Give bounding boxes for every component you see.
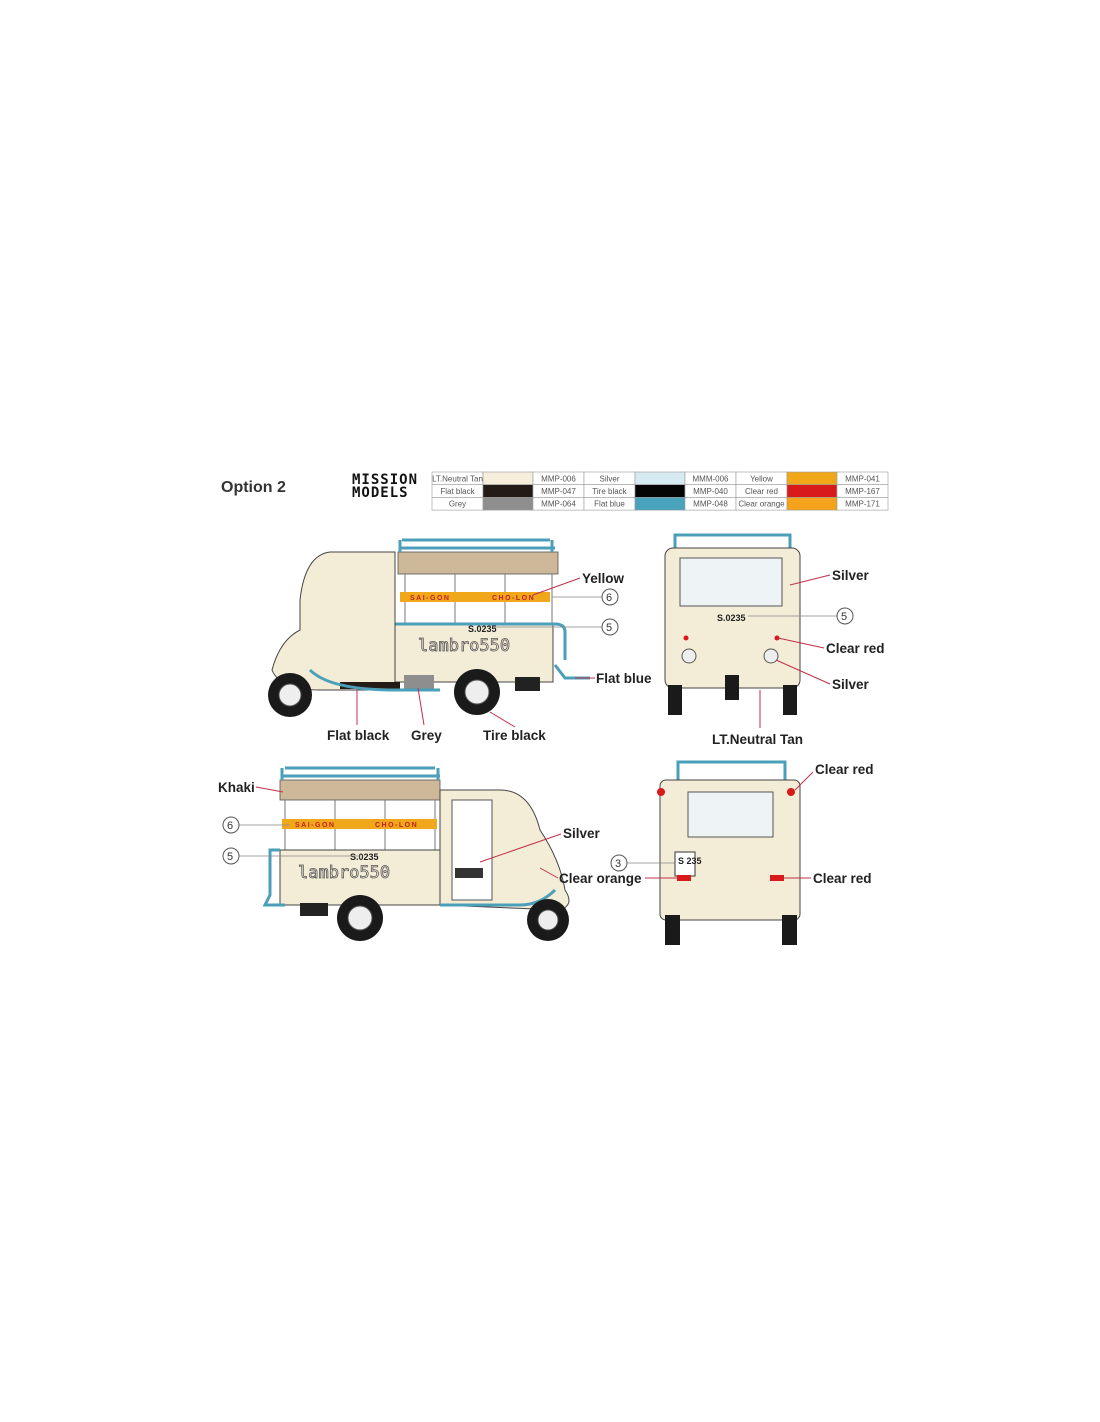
sign-right-text: CHO-LON	[375, 822, 418, 829]
paint-swatch	[786, 497, 838, 511]
plate-text: S.0235	[350, 852, 379, 862]
paint-swatch	[634, 471, 686, 485]
side-view-left: SAI-GON CHO-LON S.0235 lambro550	[262, 766, 570, 941]
paint-name: Clear red	[745, 487, 778, 496]
side-view-right: SAI-GON CHO-LON S.0235 lambro550	[268, 538, 590, 717]
rear-view: S 235	[657, 760, 801, 945]
mission-models-logo: MISSION MODELS	[352, 472, 418, 501]
callout-number-5: 5	[841, 611, 847, 623]
callout-number-5: 5	[606, 622, 612, 634]
sign-left-text: SAI-GON	[295, 822, 335, 829]
paint-code: MMP-047	[541, 487, 576, 496]
front-view-callouts: Silver 5 Clear red Silver LT.Neutral Tan	[712, 568, 885, 747]
paint-swatch	[634, 497, 686, 511]
table-cell	[836, 497, 889, 511]
callout-clear-red: Clear red	[815, 762, 874, 777]
callout-grey: Grey	[411, 728, 442, 743]
paint-code: MMP-171	[845, 500, 880, 509]
paint-name: Clear orange	[738, 500, 785, 509]
option-title: Option 2	[221, 479, 286, 496]
callout-tire-black: Tire black	[483, 728, 546, 743]
callout-silver: Silver	[832, 677, 870, 692]
paint-code: MMP-006	[541, 474, 576, 483]
callout-clear-red: Clear red	[813, 871, 872, 886]
paint-code: MMP-041	[845, 474, 880, 483]
side-view-right-callouts: Yellow 6 5 Flat blue Flat black Grey Tir…	[327, 571, 652, 743]
side-view-left-callouts: Khaki 6 5 Silver Clear orange	[218, 780, 642, 886]
paint-name: Flat blue	[594, 500, 625, 509]
callout-clear-red: Clear red	[826, 641, 885, 656]
callout-clear-orange: Clear orange	[559, 871, 642, 886]
callout-flat-blue: Flat blue	[596, 671, 652, 686]
paint-name: Tire black	[592, 487, 627, 496]
front-view: S.0235	[664, 533, 801, 715]
paint-code: MMM-006	[692, 474, 729, 483]
paint-code: MMP-167	[845, 487, 880, 496]
callout-flat-black: Flat black	[327, 728, 390, 743]
callout-khaki: Khaki	[218, 780, 255, 795]
callout-silver: Silver	[563, 826, 601, 841]
callout-number-3: 3	[615, 858, 621, 870]
callout-number-5: 5	[227, 851, 233, 863]
paint-swatch	[786, 471, 838, 485]
paint-code: MMP-064	[541, 500, 576, 509]
rear-view-callouts: Clear red 3 Clear red	[610, 762, 874, 886]
paint-swatch	[482, 497, 534, 511]
paint-swatch	[634, 484, 686, 498]
callout-number-6: 6	[606, 592, 612, 604]
paint-swatch	[786, 484, 838, 498]
sign-right-text: CHO-LON	[492, 595, 535, 602]
front-plate-text: S.0235	[717, 613, 746, 623]
rear-plate-text: S 235	[678, 856, 702, 866]
paint-code: MMP-040	[693, 487, 728, 496]
callout-yellow: Yellow	[582, 571, 625, 586]
sign-left-text: SAI-GON	[410, 595, 450, 602]
logo-line2: MODELS	[352, 485, 409, 501]
paint-name: Grey	[449, 500, 466, 509]
paint-name: Flat black	[440, 487, 475, 496]
logo-line1: MISSION	[352, 472, 418, 488]
paint-table: LT.Neutral Tan MMP-006 Silver MMM-006 Yellow…	[431, 471, 889, 511]
brand-logo: lambro550	[418, 636, 510, 656]
callout-silver: Silver	[832, 568, 870, 583]
paint-name: LT.Neutral Tan	[432, 474, 483, 483]
paint-code: MMP-048	[693, 500, 728, 509]
brand-logo: lambro550	[298, 863, 390, 883]
paint-name: Yellow	[750, 474, 773, 483]
paint-swatch	[482, 484, 534, 498]
plate-text: S.0235	[468, 624, 497, 634]
paint-name: Silver	[599, 474, 619, 483]
callout-number-6: 6	[227, 820, 233, 832]
callout-lt-neutral-tan: LT.Neutral Tan	[712, 732, 803, 747]
paint-swatch	[482, 471, 534, 485]
